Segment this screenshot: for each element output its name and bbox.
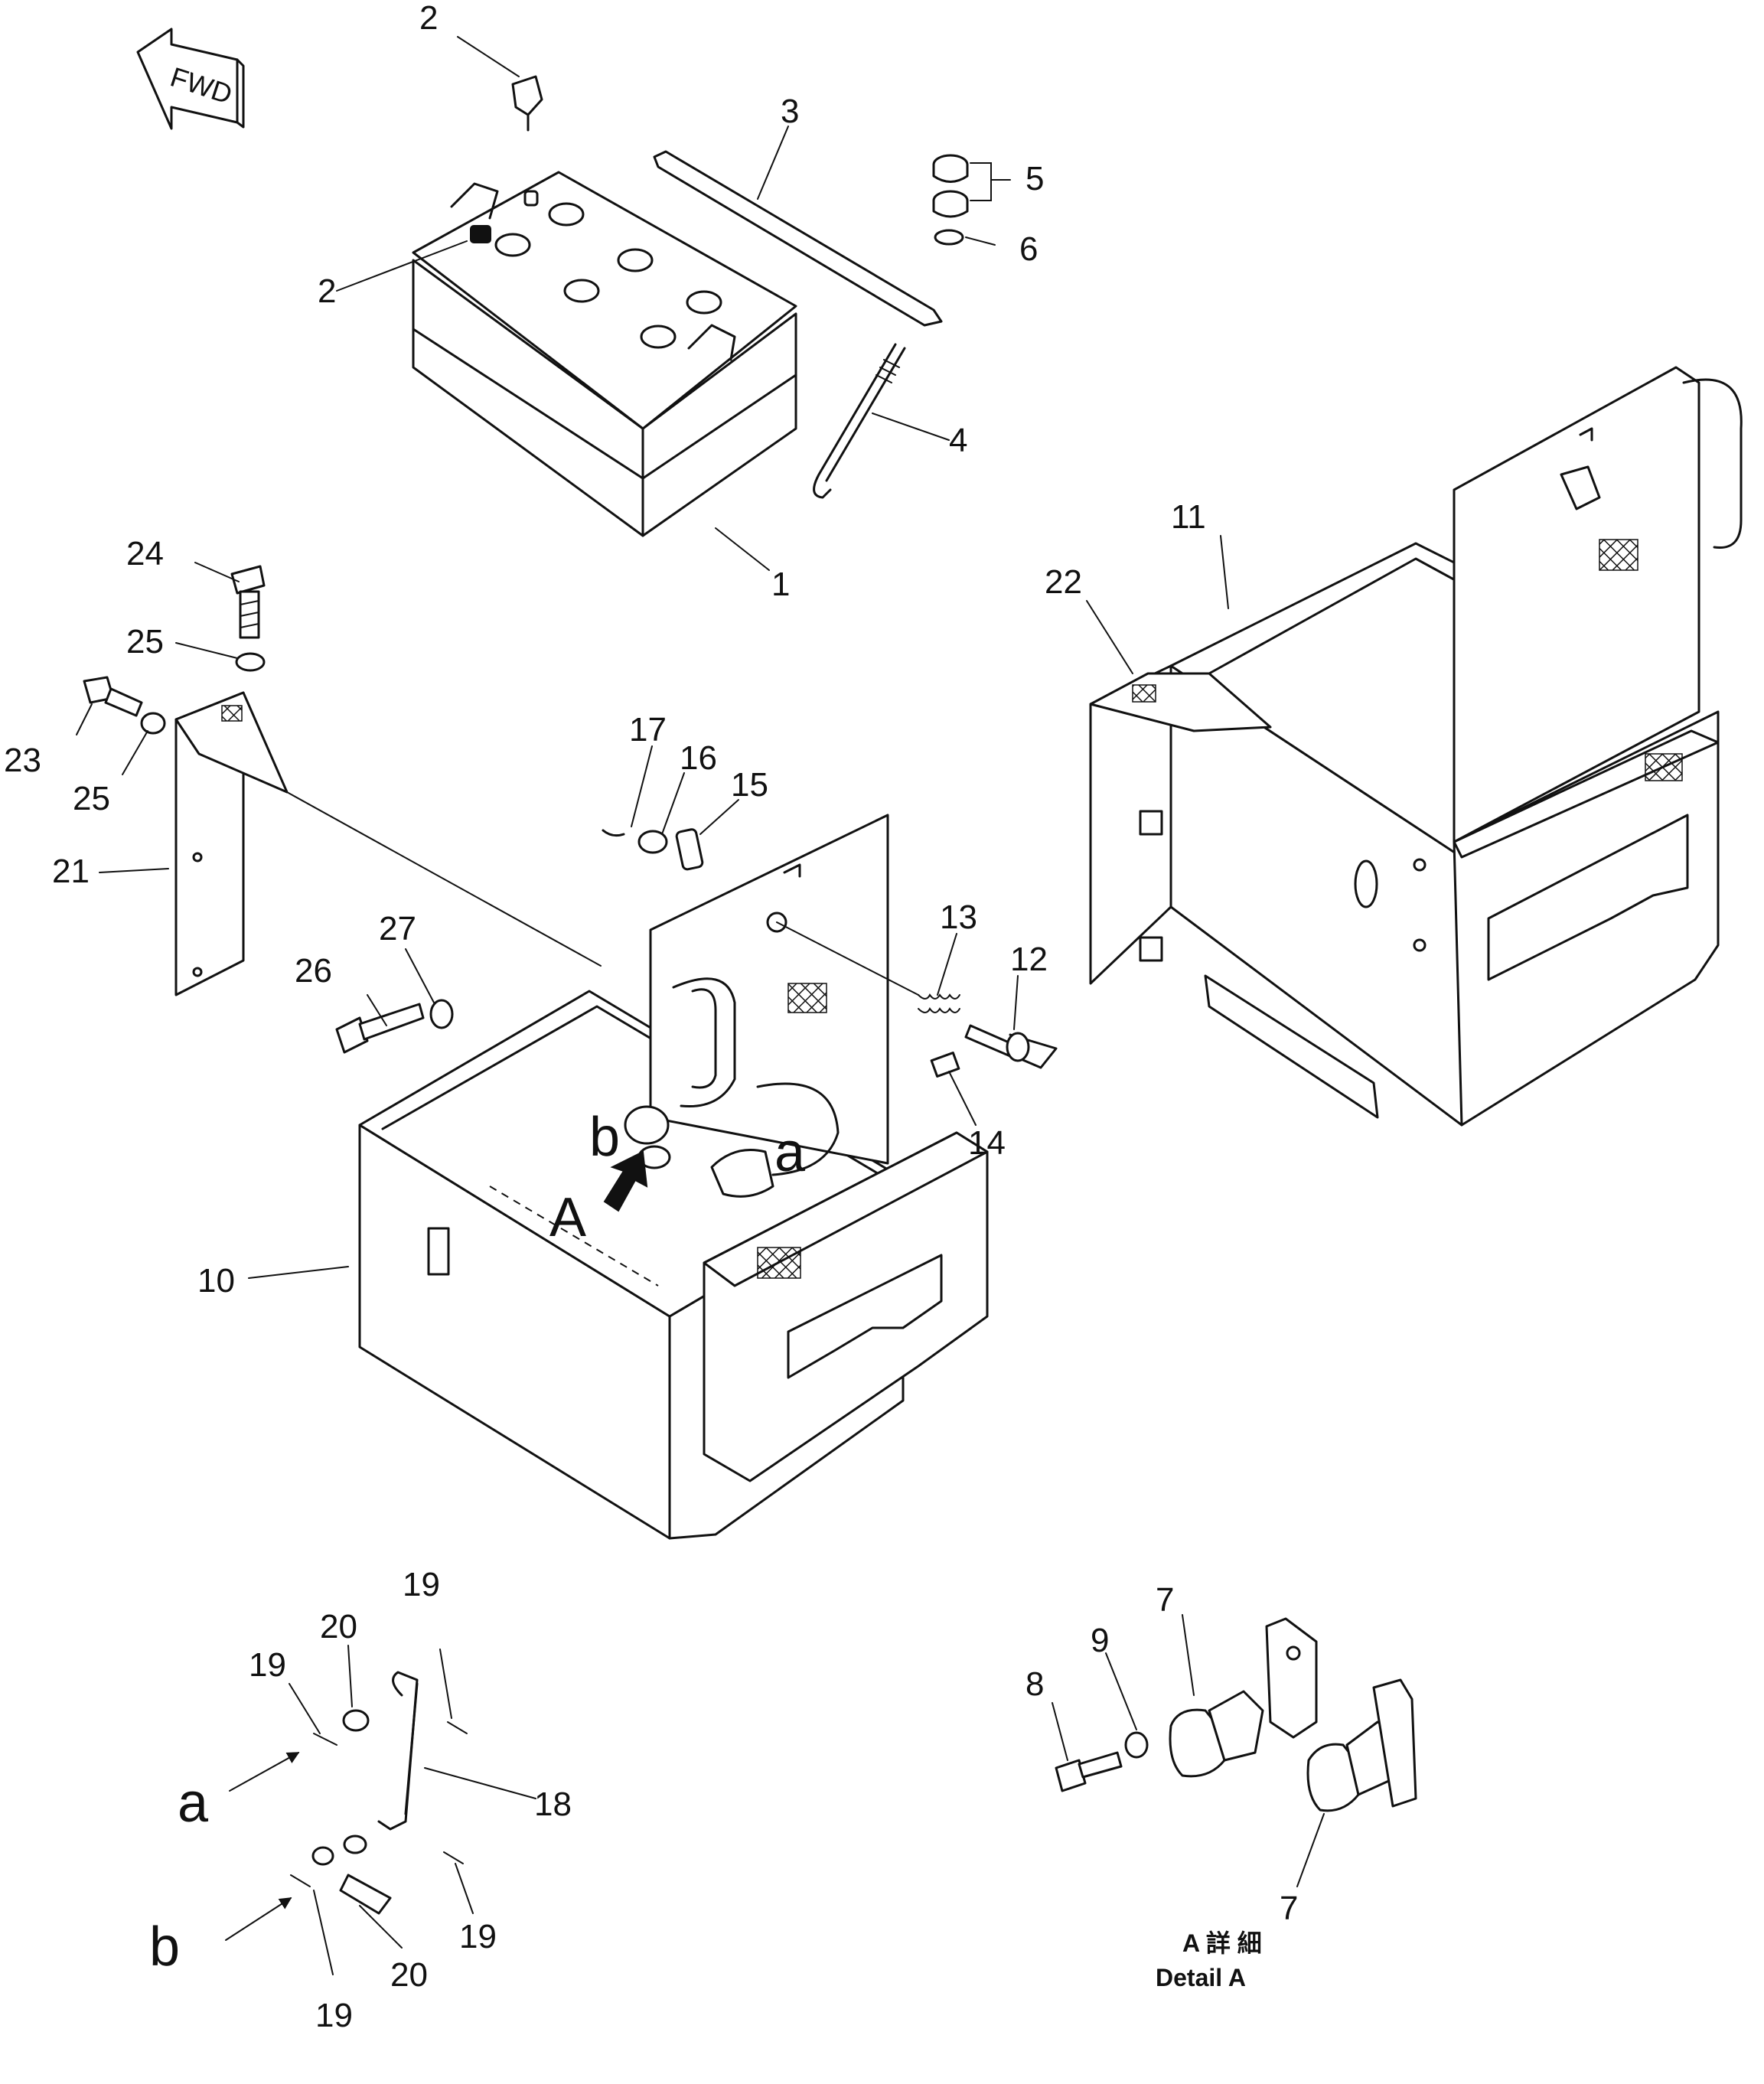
clip-icon <box>313 1733 337 1746</box>
battery <box>412 171 797 537</box>
callout-3: 3 <box>781 93 799 130</box>
terminal-icon <box>511 75 543 132</box>
washer-icon <box>140 712 166 735</box>
callout-8: 8 <box>1025 1665 1044 1703</box>
callout-numbers: 2 2 3 4 5 6 1 24 25 23 25 21 26 27 17 16… <box>4 0 1298 2034</box>
callout-18: 18 <box>534 1786 572 1823</box>
callout-1: 1 <box>771 566 790 603</box>
bolt-icon <box>1055 1751 1123 1792</box>
washer-icon <box>1124 1731 1149 1759</box>
washer-icon <box>343 1835 367 1854</box>
callout-2: 2 <box>318 272 336 310</box>
battery-box-open <box>1089 366 1743 1127</box>
callout-24: 24 <box>126 535 164 572</box>
washer-icon <box>342 1709 370 1732</box>
callout-15: 15 <box>731 766 768 804</box>
clip-icon <box>290 1874 311 1887</box>
washer-icon <box>235 652 266 672</box>
leader-lines <box>76 36 1325 1975</box>
callout-23: 23 <box>4 742 41 779</box>
battery-box <box>358 814 989 1540</box>
view-arrow-icon <box>603 1150 648 1212</box>
callout-21: 21 <box>52 853 90 890</box>
ref-letter-a: a <box>178 1773 209 1834</box>
callout-11: 11 <box>1171 498 1206 536</box>
washer-icon <box>934 229 964 246</box>
callout-19: 19 <box>459 1918 497 1955</box>
relay-icon <box>624 1082 840 1198</box>
ref-letter-b: b <box>149 1916 180 1978</box>
spring-icon <box>918 993 960 1013</box>
bracket <box>174 691 602 996</box>
callout-12: 12 <box>1010 941 1048 978</box>
plate-icon <box>675 828 704 871</box>
nut-icon <box>637 830 668 854</box>
washer-icon <box>311 1846 334 1866</box>
callout-26: 26 <box>295 952 332 990</box>
reference-letters: b a A a b <box>149 1107 806 1978</box>
callout-9: 9 <box>1091 1622 1109 1659</box>
fwd-arrow-icon: FWD <box>136 28 245 130</box>
ref-letter-A: A <box>549 1187 586 1248</box>
ref-letter-b: b <box>589 1107 620 1168</box>
clip-icon <box>443 1851 464 1864</box>
detail-a-relays <box>1169 1617 1417 1812</box>
clip-icon <box>447 1721 468 1734</box>
detail-label-jp: A 詳 細 <box>1182 1929 1262 1957</box>
callout-19: 19 <box>315 1997 353 2034</box>
sleeve-icon <box>930 1052 960 1078</box>
callout-4: 4 <box>949 422 967 459</box>
callout-27: 27 <box>379 910 416 947</box>
detail-label-en: Detail A <box>1156 1964 1246 1991</box>
nut-icon <box>932 154 969 218</box>
callout-2: 2 <box>419 0 438 37</box>
callout-20: 20 <box>320 1608 357 1645</box>
cable-18 <box>377 1671 419 1831</box>
callout-14: 14 <box>968 1124 1006 1162</box>
j-bolt <box>813 343 906 499</box>
bolt-icon <box>335 1003 425 1054</box>
callout-10: 10 <box>197 1262 235 1300</box>
callout-7: 7 <box>1156 1581 1174 1619</box>
bolt-icon <box>230 565 266 639</box>
cotter-pin-icon <box>602 829 625 837</box>
ref-letter-a: a <box>774 1122 806 1183</box>
washer-icon <box>429 999 454 1029</box>
callout-5: 5 <box>1025 160 1044 197</box>
callout-19: 19 <box>403 1566 440 1603</box>
callout-19: 19 <box>249 1646 286 1684</box>
callout-7: 7 <box>1280 1890 1298 1927</box>
battery-clamp <box>653 150 943 327</box>
pin-icon <box>964 1024 1058 1069</box>
callout-6: 6 <box>1019 230 1038 268</box>
bolt-icon <box>83 676 143 717</box>
terminal-icon <box>470 225 491 243</box>
callout-25: 25 <box>73 780 110 817</box>
battery-caps <box>494 202 722 349</box>
callout-17: 17 <box>629 711 667 748</box>
callout-20: 20 <box>390 1956 428 1994</box>
callout-13: 13 <box>940 899 977 936</box>
callout-25: 25 <box>126 623 164 660</box>
callout-16: 16 <box>680 739 717 777</box>
callout-22: 22 <box>1045 563 1082 601</box>
